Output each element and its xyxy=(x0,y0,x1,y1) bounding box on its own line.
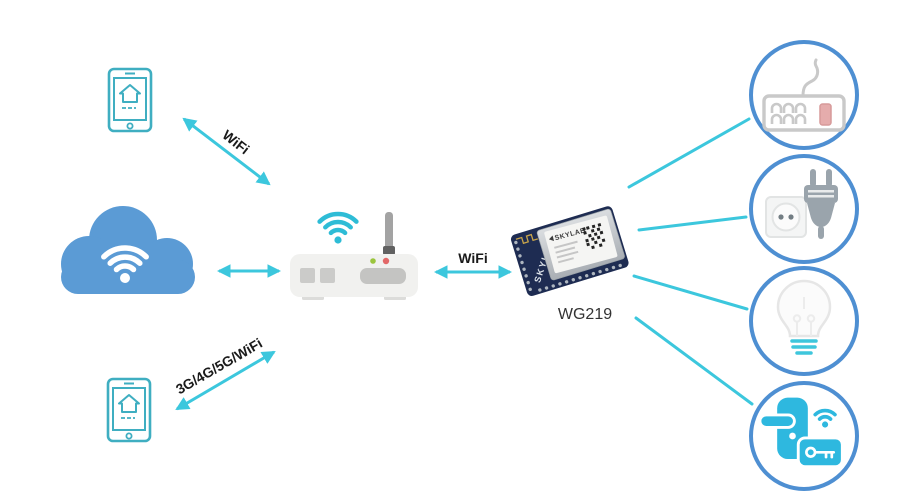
wifi-router-icon xyxy=(288,196,420,307)
device-circle-keyboard xyxy=(749,40,859,150)
keyboard-icon xyxy=(762,58,846,132)
smart-home-phone-icon-top xyxy=(107,67,153,138)
router-wifi-waves xyxy=(317,211,359,236)
wg219-module-photo: SKYLAB SKYLAB xyxy=(505,193,645,313)
socket-face xyxy=(771,202,801,232)
lock-keyhole xyxy=(789,432,796,440)
light-bulb-icon xyxy=(776,279,832,355)
router-body xyxy=(290,254,418,297)
module-caption: WG219 xyxy=(557,306,613,323)
plug xyxy=(804,169,838,239)
wifi-label-middle: WiFi xyxy=(458,250,488,266)
device-circle-bulb xyxy=(749,266,859,376)
smart-lock-icon xyxy=(758,397,844,469)
key-glyph xyxy=(805,446,836,459)
router-button-2 xyxy=(320,268,335,283)
module-pins xyxy=(514,240,622,292)
wifi-cloud-icon xyxy=(55,198,201,307)
device-circle-lock xyxy=(749,381,859,491)
router-antenna xyxy=(385,212,393,250)
smart-home-phone-icon-bottom xyxy=(106,377,152,448)
keyboard-cable xyxy=(801,58,820,98)
phone-home-button xyxy=(125,432,133,440)
line-module-keyboard xyxy=(627,117,751,189)
line-module-plug xyxy=(637,215,748,232)
bulb-base xyxy=(790,339,818,355)
phone-screen xyxy=(113,77,147,121)
power-plug-icon xyxy=(765,169,838,239)
phone-home-button xyxy=(126,122,134,130)
line-module-bulb xyxy=(632,274,749,311)
lock-handle xyxy=(758,413,796,429)
cloud-wifi-waves xyxy=(101,245,149,273)
router-led-red xyxy=(382,257,390,265)
router-antenna-base xyxy=(383,246,395,255)
router-port-slot xyxy=(360,268,406,284)
device-circle-plug xyxy=(749,154,859,264)
module-label: SKYLAB xyxy=(544,215,618,274)
module-qr-code xyxy=(582,223,606,250)
router-wifi-dot xyxy=(334,236,342,244)
line-module-lock xyxy=(634,316,754,406)
arrow-phone-top-router xyxy=(182,117,271,186)
phone-screen xyxy=(112,387,146,431)
home-icon xyxy=(119,84,141,103)
cloud-wifi-dot xyxy=(120,273,130,283)
keyboard-keys xyxy=(770,102,807,124)
bulb-filament xyxy=(792,297,816,336)
keyboard-enter-key xyxy=(819,103,832,126)
lock-wifi-waves xyxy=(813,408,837,428)
home-icon xyxy=(118,394,140,413)
module-antenna-trace xyxy=(515,233,538,245)
arrow-phone-bottom-router xyxy=(175,350,276,411)
router-led-green xyxy=(370,258,376,264)
router-button-1 xyxy=(300,268,315,283)
